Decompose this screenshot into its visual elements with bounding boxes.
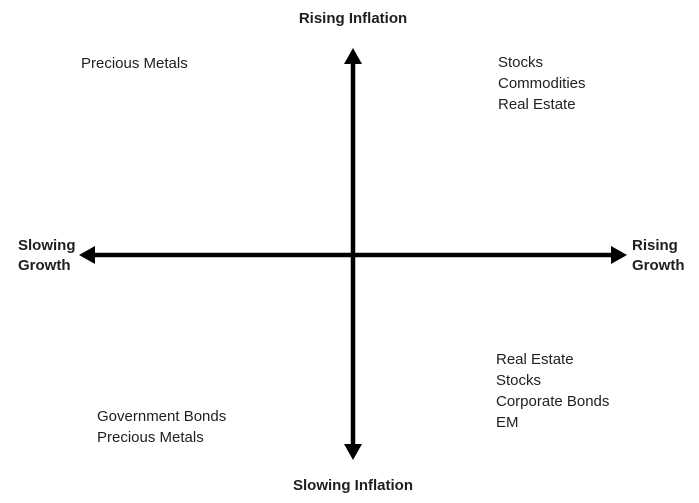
axis-label-line: Rising bbox=[632, 237, 678, 254]
arrow-down-icon bbox=[344, 444, 362, 460]
quadrant-top-right: Stocks Commodities Real Estate bbox=[498, 52, 586, 115]
axis-label-rising-growth: Rising Growth bbox=[632, 236, 685, 276]
asset-label: Stocks bbox=[498, 54, 544, 71]
asset-label: Precious Metals bbox=[81, 55, 188, 72]
asset-label: Stocks bbox=[496, 372, 542, 389]
axis-label-line: Slowing bbox=[18, 237, 76, 254]
quadrant-bottom-right: Real Estate Stocks Corporate Bonds EM bbox=[496, 349, 609, 433]
asset-label: Precious Metals bbox=[97, 429, 204, 446]
asset-label: Real Estate bbox=[496, 351, 574, 368]
axis-label-line: Growth bbox=[632, 257, 685, 274]
asset-label: Real Estate bbox=[498, 96, 576, 113]
quadrant-bottom-left: Government Bonds Precious Metals bbox=[97, 406, 226, 448]
arrow-left-icon bbox=[79, 246, 95, 264]
asset-label: Commodities bbox=[498, 75, 586, 92]
quadrant-top-left: Precious Metals bbox=[81, 53, 188, 74]
axis-label-slowing-inflation: Slowing Inflation bbox=[293, 477, 413, 494]
axis-label-slowing-growth: Slowing Growth bbox=[18, 236, 76, 276]
arrow-up-icon bbox=[344, 48, 362, 64]
asset-label: Corporate Bonds bbox=[496, 393, 610, 410]
axis-label-rising-inflation: Rising Inflation bbox=[298, 10, 408, 27]
asset-label: EM bbox=[496, 414, 519, 431]
arrow-right-icon bbox=[611, 246, 627, 264]
asset-label: Government Bonds bbox=[97, 408, 227, 425]
axis-label-line: Growth bbox=[18, 257, 71, 274]
